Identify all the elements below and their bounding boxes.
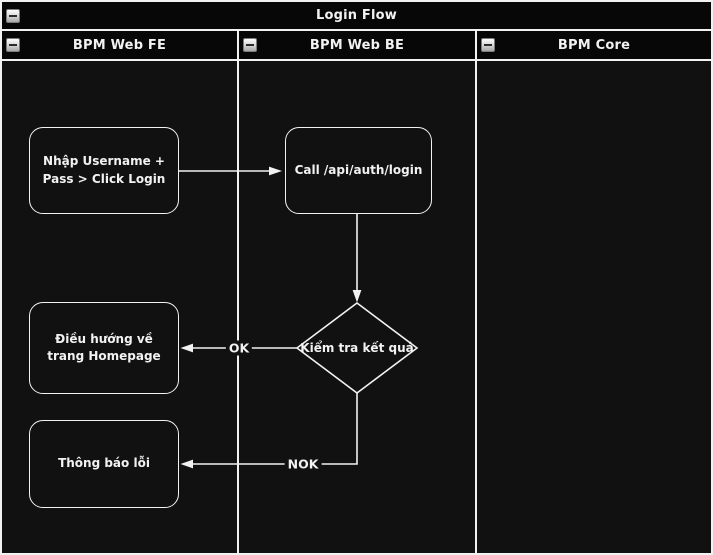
lane-be-collapse-button[interactable] [243, 38, 257, 52]
edge-label-ok[interactable]: OK [225, 340, 253, 356]
node-redirect-homepage[interactable]: Điều hướng về trang Homepage [29, 302, 179, 394]
pool-collapse-button[interactable] [6, 8, 20, 23]
pool-title: Login Flow [315, 8, 398, 23]
node-label: Call /api/auth/login [294, 162, 423, 177]
node-call-login-api[interactable]: Call /api/auth/login [285, 127, 432, 214]
lane-header-bpm-core[interactable]: BPM Core [477, 31, 711, 59]
edge-enter-to-call[interactable] [179, 166, 282, 176]
lane-title-core: BPM Core [557, 37, 631, 53]
lane-header-bpm-web-be[interactable]: BPM Web BE [239, 31, 477, 59]
decision-diamond-shape[interactable] [295, 302, 419, 394]
node-show-error[interactable]: Thông báo lỗi [29, 420, 179, 508]
arrowhead-left-icon [180, 459, 193, 469]
arrowhead-right-icon [269, 166, 282, 176]
minus-icon [9, 44, 17, 46]
pool-title-bar: Login Flow [2, 2, 711, 31]
lane-core-collapse-button[interactable] [481, 38, 495, 52]
lane-header-row: BPM Web FE BPM Web BE BPM Core [2, 31, 711, 61]
node-label: Nhập Username + Pass > Click Login [42, 154, 166, 186]
arrowhead-down-icon [352, 290, 362, 303]
edge-call-to-check[interactable] [352, 214, 362, 303]
minus-icon [9, 14, 17, 17]
minus-icon [246, 44, 254, 46]
node-check-result-label[interactable]: Kiểm tra kết quả [300, 341, 414, 355]
lane-body-bpm-core [477, 61, 711, 553]
node-label: Điều hướng về trang Homepage [47, 331, 161, 363]
node-enter-credentials[interactable]: Nhập Username + Pass > Click Login [29, 127, 179, 214]
lane-fe-collapse-button[interactable] [6, 38, 20, 52]
arrowhead-left-icon [180, 343, 193, 353]
lane-title-be: BPM Web BE [309, 37, 405, 53]
lane-header-bpm-web-fe[interactable]: BPM Web FE [2, 31, 239, 59]
minus-icon [484, 44, 492, 46]
node-label: Thông báo lỗi [58, 456, 150, 471]
edge-label-nok[interactable]: NOK [284, 456, 322, 472]
lane-title-fe: BPM Web FE [72, 37, 167, 53]
edge-check-to-error[interactable] [180, 393, 358, 469]
